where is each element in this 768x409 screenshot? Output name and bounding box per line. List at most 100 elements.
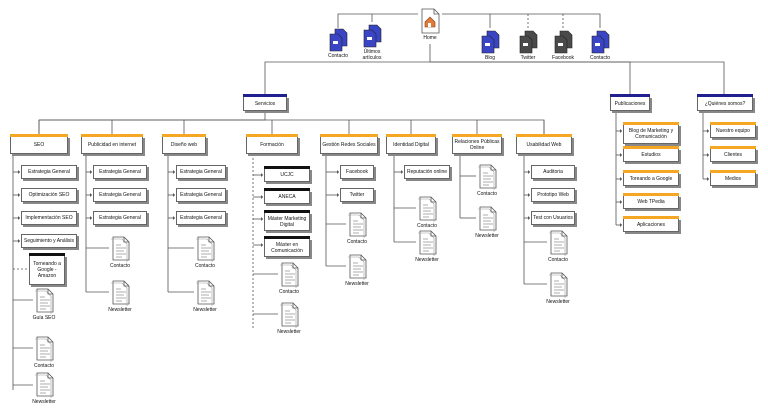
column-header: Formación: [246, 134, 298, 154]
box-label: Twitter: [349, 192, 365, 198]
column-header: Gestión Redes Sociales: [320, 134, 378, 154]
document-page-icon: [418, 196, 437, 222]
document-page-icon: [35, 372, 54, 398]
document-page-icon: [348, 212, 367, 238]
node-label: Contacto: [327, 53, 348, 59]
box-label: Seguimiento y Análisis: [23, 238, 75, 244]
box-header-bar: [610, 94, 650, 97]
arrowhead: [620, 129, 622, 133]
column-header: SEO: [10, 134, 68, 154]
node-label: Newsletter: [415, 257, 439, 263]
arrowhead: [90, 193, 92, 197]
box-label: Toreando a Google: [629, 176, 673, 182]
arrowhead: [620, 153, 622, 157]
box-label: Estrategia General: [180, 169, 222, 175]
social-item: Twitter: [340, 188, 374, 202]
arrowhead: [707, 153, 709, 157]
seo-item: Implementación SEO: [21, 211, 77, 225]
box-header-bar: [710, 170, 756, 173]
box-label: Usabilidad Web: [526, 142, 562, 148]
publicaciones-item: Aplicaciones: [623, 216, 679, 232]
arrowhead: [18, 216, 20, 220]
document-page-icon: [478, 164, 497, 190]
page-stack-icon: [481, 30, 500, 54]
box-label: Formación: [260, 142, 284, 148]
arrowhead: [18, 239, 20, 243]
home-page-icon: [421, 8, 440, 34]
document-page-icon: [280, 302, 299, 328]
node-label: Newsletter: [193, 307, 217, 313]
document-page-icon: [111, 236, 130, 262]
arrowhead: [528, 216, 530, 220]
arrowhead: [707, 177, 709, 181]
arrowhead: [620, 223, 622, 227]
page-stack-icon: [591, 30, 610, 54]
box-header-bar: [264, 236, 310, 239]
box-header-bar: [623, 193, 679, 196]
box-label: ANECA: [278, 194, 296, 200]
box-header-bar: [320, 134, 378, 137]
quienes-item: Clientes: [710, 146, 756, 162]
arrowhead: [261, 217, 263, 221]
formacion-item: UCJC: [264, 166, 310, 182]
column-header: Diseño web: [162, 134, 206, 154]
node-label: Blog: [484, 55, 495, 61]
box-label: Clientes: [723, 152, 743, 158]
box-header-bar: [81, 134, 143, 137]
column-header: Relaciones Públicas Online: [452, 134, 502, 154]
arrowhead: [173, 170, 175, 174]
arrowhead: [90, 216, 92, 220]
arrowhead: [401, 170, 403, 174]
box-header-bar: [452, 134, 502, 137]
node-label: Contacto: [547, 257, 568, 263]
node-label: Contacto: [33, 363, 54, 369]
box-label: Test con Usuarios: [533, 215, 573, 221]
node-label: Facebook: [552, 55, 574, 61]
column-item: Estrategia General: [176, 165, 226, 179]
quienes-item: Medios: [710, 170, 756, 186]
box-label: Servicios: [254, 100, 276, 107]
box-label: Publicaciones: [614, 100, 646, 107]
connector: [430, 61, 631, 95]
section-servicios: Servicios: [243, 94, 287, 111]
box-label: Estrategia General: [99, 192, 141, 198]
box-label: Nuestro equipo: [716, 128, 750, 134]
usability-item: Prototipo Web: [531, 188, 575, 202]
node-label: Contacto: [194, 263, 215, 269]
arrowhead: [337, 193, 339, 197]
box-label: Estrategia General: [99, 215, 141, 221]
box-label: UCJC: [280, 172, 294, 178]
arrowhead: [620, 200, 622, 204]
box-label: Gestión Redes Sociales: [322, 142, 376, 148]
box-header-bar: [516, 134, 572, 137]
arrowhead: [528, 193, 530, 197]
node-label: Contacto: [346, 239, 367, 245]
box-header-bar: [243, 94, 287, 97]
column-item: Estrategia General: [93, 165, 147, 179]
box-header-bar: [623, 170, 679, 173]
box-header-bar: [697, 94, 753, 97]
document-page-icon: [418, 230, 437, 256]
arrowhead: [620, 177, 622, 181]
box-header-bar: [162, 134, 206, 137]
usability-item: Test con Usuarios: [531, 211, 575, 225]
box-label: Aplicaciones: [636, 222, 666, 228]
node-label: Twitter: [520, 55, 536, 61]
connector: [430, 61, 725, 95]
box-label: Identidad Digital: [393, 142, 429, 148]
quienes-item: Nuestro equipo: [710, 122, 756, 138]
document-page-icon: [549, 230, 568, 256]
node-label: Contacto: [589, 55, 610, 61]
document-page-icon: [196, 280, 215, 306]
box-label: Reputación online: [406, 169, 448, 175]
document-page-icon: [549, 272, 568, 298]
publicaciones-item: Blog de Marketing y Comunicación: [623, 122, 679, 144]
node-label: Contacto: [416, 223, 437, 229]
box-label: Auditoria: [543, 169, 563, 175]
column-item: Estrategia General: [93, 211, 147, 225]
column-item: Estrategia General: [93, 188, 147, 202]
column-item: Estrategia General: [176, 211, 226, 225]
box-header-bar: [10, 134, 68, 137]
seo-special-item: Torneando a Google - Amazon: [29, 253, 65, 285]
